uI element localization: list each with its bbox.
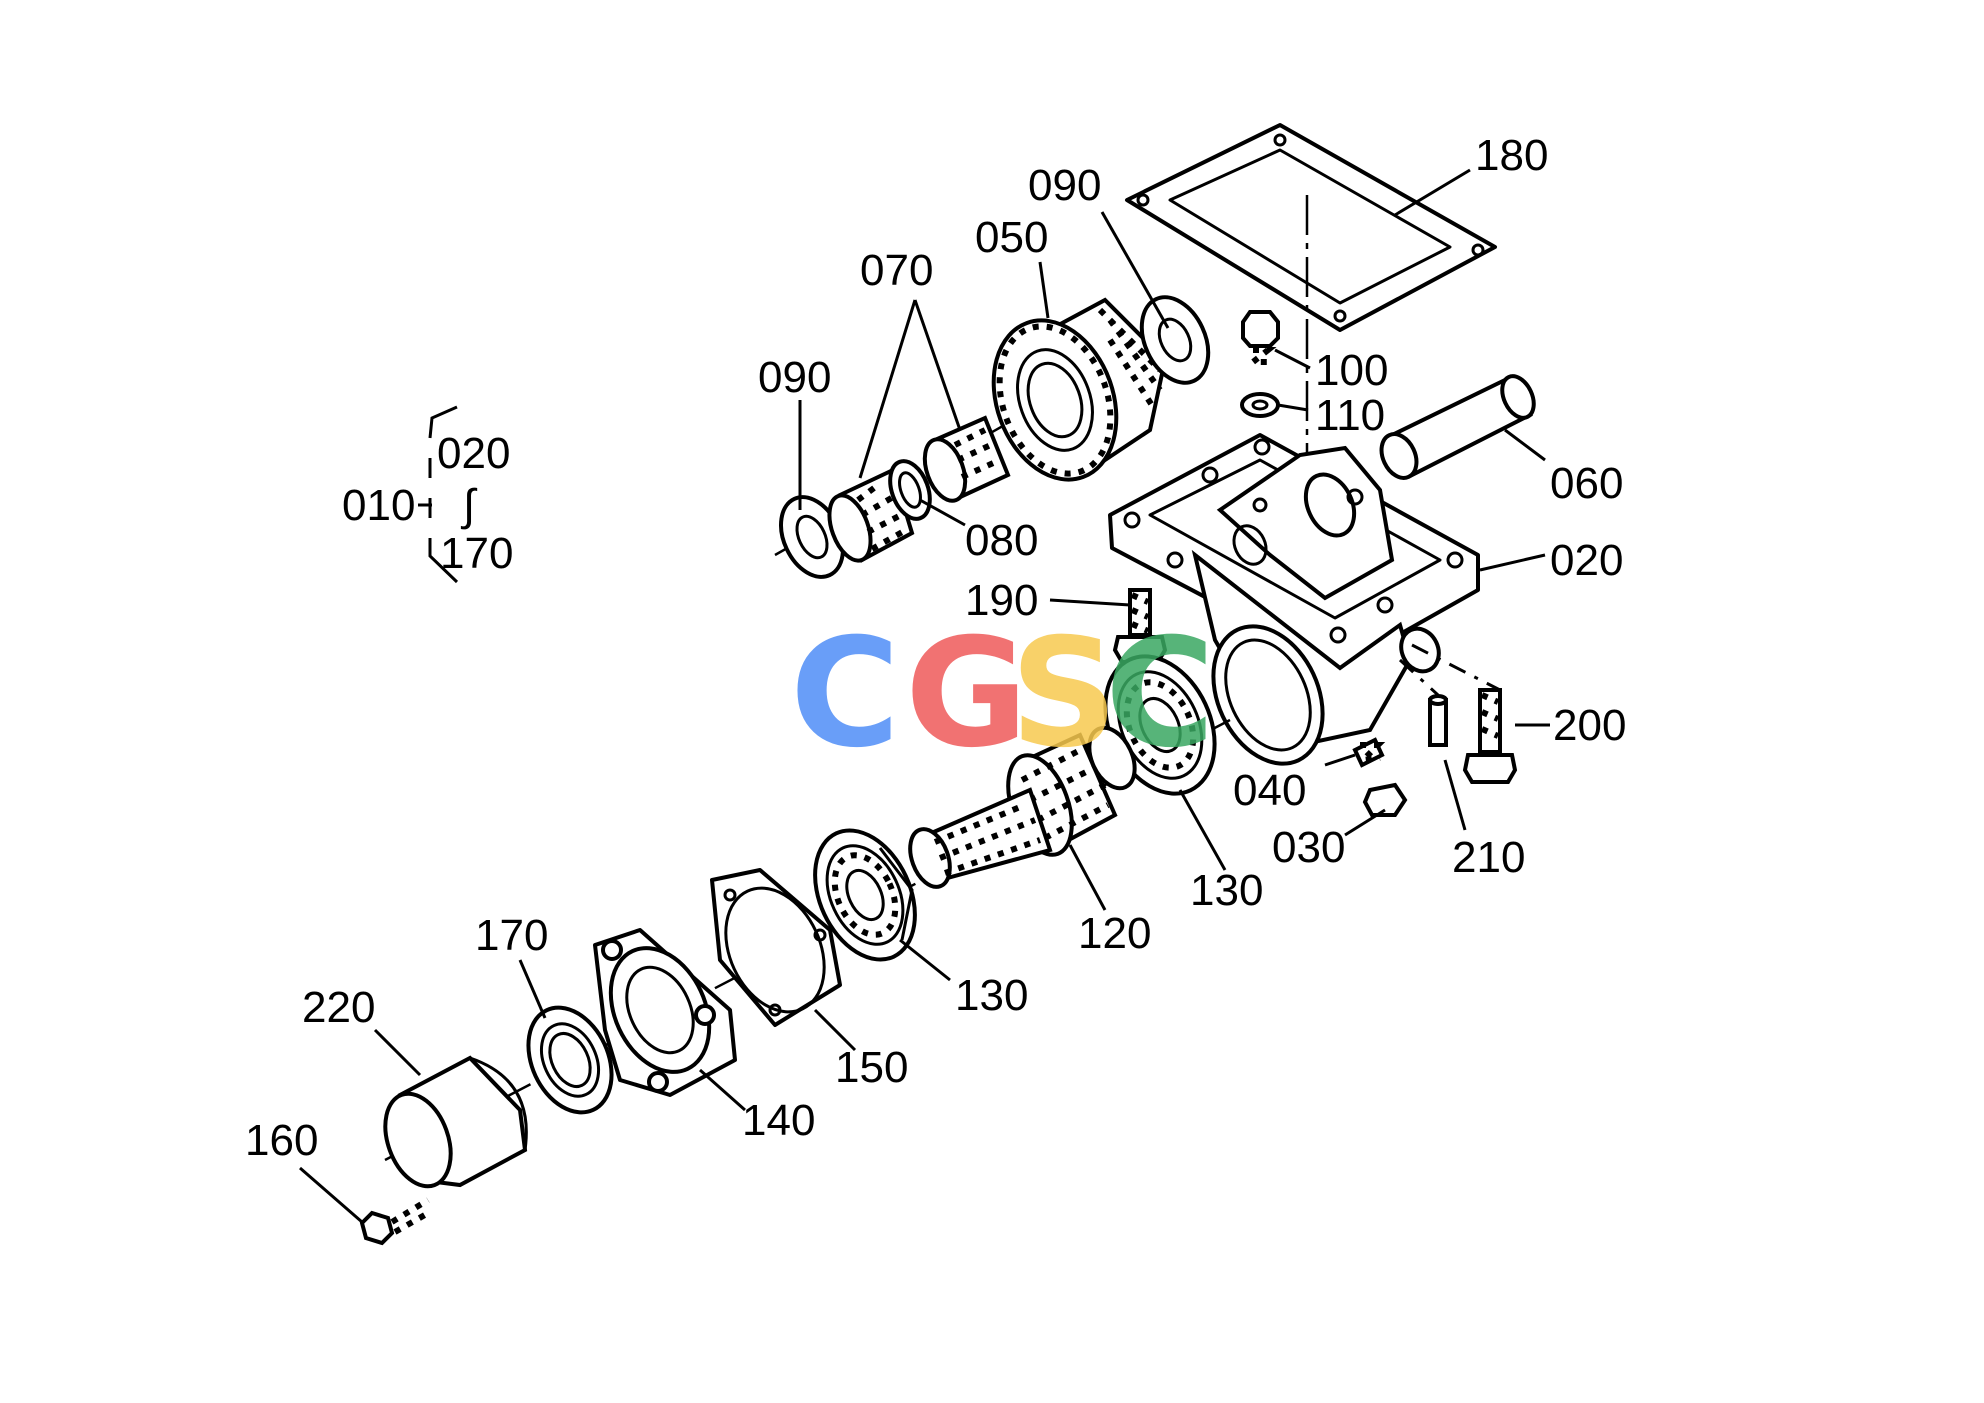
watermark-letter-3: S bbox=[1010, 607, 1118, 781]
gear-050 bbox=[991, 297, 1168, 482]
gasket-150 bbox=[710, 868, 842, 1027]
part-labels: 180 090 050 070 090 080 100 110 060 020 … bbox=[245, 131, 1626, 1165]
label-110: 110 bbox=[1315, 391, 1385, 440]
label-090-top: 090 bbox=[1028, 161, 1101, 210]
watermark-letter-1: C bbox=[790, 607, 900, 781]
label-050: 050 bbox=[975, 213, 1048, 262]
label-130-mid: 130 bbox=[955, 971, 1028, 1020]
bolt-200 bbox=[1462, 688, 1518, 784]
label-140: 140 bbox=[742, 1096, 815, 1145]
needle-bearing-070-b bbox=[922, 415, 1011, 503]
label-200: 200 bbox=[1553, 701, 1626, 750]
label-060: 060 bbox=[1550, 459, 1623, 508]
plug-030 bbox=[1362, 782, 1408, 817]
assembly-key: 010 020 ∫ 170 bbox=[342, 405, 513, 584]
bolt-100 bbox=[1241, 310, 1280, 365]
assembly-range-symbol: ∫ bbox=[460, 481, 478, 530]
label-150: 150 bbox=[835, 1043, 908, 1092]
assembly-range-start-label: 020 bbox=[437, 429, 510, 478]
label-220: 220 bbox=[302, 983, 375, 1032]
gasket-180 bbox=[1125, 123, 1497, 470]
label-100: 100 bbox=[1315, 346, 1388, 395]
label-090-left: 090 bbox=[758, 353, 831, 402]
dowel-pin-210 bbox=[1428, 694, 1448, 747]
label-080: 080 bbox=[965, 516, 1038, 565]
pin-060 bbox=[1379, 374, 1536, 480]
assembly-bracket bbox=[418, 405, 459, 584]
washer-110 bbox=[1240, 392, 1280, 418]
label-070: 070 bbox=[860, 246, 933, 295]
label-170: 170 bbox=[475, 911, 548, 960]
label-180: 180 bbox=[1475, 131, 1548, 180]
label-030: 030 bbox=[1272, 823, 1345, 872]
thrust-washer-090-top bbox=[1139, 295, 1211, 385]
cap-220 bbox=[383, 1055, 528, 1189]
watermark-letter-2: G bbox=[905, 607, 1028, 781]
label-130-right: 130 bbox=[1190, 866, 1263, 915]
assembly-range-end-label: 170 bbox=[440, 529, 513, 578]
label-190: 190 bbox=[965, 576, 1038, 625]
assembly-dash-200 bbox=[1411, 643, 1501, 692]
assembly-parent-label: 010 bbox=[342, 481, 415, 530]
label-040: 040 bbox=[1233, 766, 1306, 815]
spacer-ring-080 bbox=[888, 459, 932, 521]
ball-bearing-130-mid bbox=[813, 828, 917, 962]
label-020: 020 bbox=[1550, 536, 1623, 585]
watermark-logo: C G S C bbox=[790, 607, 1215, 781]
label-210: 210 bbox=[1452, 833, 1525, 882]
housing-020 bbox=[1108, 433, 1480, 766]
watermark-letter-4: C bbox=[1105, 607, 1215, 781]
oil-seal-170 bbox=[526, 1005, 614, 1115]
assembly-dash-210 bbox=[1398, 658, 1440, 697]
label-160: 160 bbox=[245, 1116, 318, 1165]
bearing-cover-140 bbox=[593, 928, 737, 1097]
plug-040 bbox=[1352, 737, 1386, 768]
leader-lines bbox=[299, 168, 1550, 1224]
label-120: 120 bbox=[1078, 909, 1151, 958]
gear-shaft-120 bbox=[908, 725, 1137, 889]
bolt-160 bbox=[359, 1197, 432, 1246]
